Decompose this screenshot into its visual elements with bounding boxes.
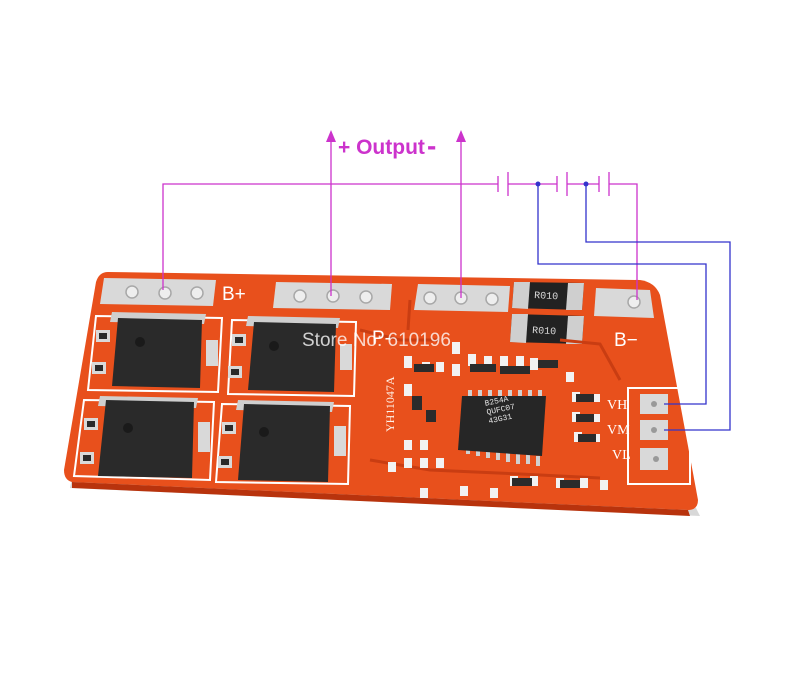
b-plus-label: B+ bbox=[222, 284, 246, 305]
b-minus-label: B− bbox=[614, 330, 638, 351]
ic-chip bbox=[458, 390, 546, 466]
smd-components bbox=[388, 342, 608, 498]
vh-label: VH bbox=[607, 398, 628, 413]
board-model-label: YH11047A bbox=[383, 376, 397, 432]
shunt-res-1-marking: R010 bbox=[534, 291, 559, 303]
pcb-traces bbox=[359, 299, 622, 480]
shunt-resistors bbox=[510, 282, 584, 344]
mosfet-bodies bbox=[98, 318, 336, 482]
wiring-blue bbox=[537, 184, 731, 431]
vl-label: VL bbox=[612, 448, 631, 463]
mosfet-dots bbox=[123, 337, 279, 437]
mosfet-leg-inner bbox=[83, 333, 243, 465]
wire-junctions bbox=[535, 181, 589, 187]
pad-holes bbox=[125, 285, 641, 309]
pad-b-minus bbox=[594, 288, 654, 318]
vm-label: VM bbox=[607, 423, 630, 438]
p-minus-label: P- bbox=[372, 328, 391, 349]
shunt-res-2-marking: R010 bbox=[532, 326, 557, 338]
balance-connector bbox=[627, 387, 691, 485]
store-watermark: Store No: 610196 bbox=[302, 330, 451, 351]
output-plus-label: + Output bbox=[338, 136, 425, 159]
wiring-magenta bbox=[162, 140, 638, 300]
pad-b-plus bbox=[100, 278, 216, 306]
output-minus-label: - bbox=[427, 130, 437, 161]
pcb-edge bbox=[72, 482, 690, 516]
arrow-heads bbox=[326, 130, 466, 142]
